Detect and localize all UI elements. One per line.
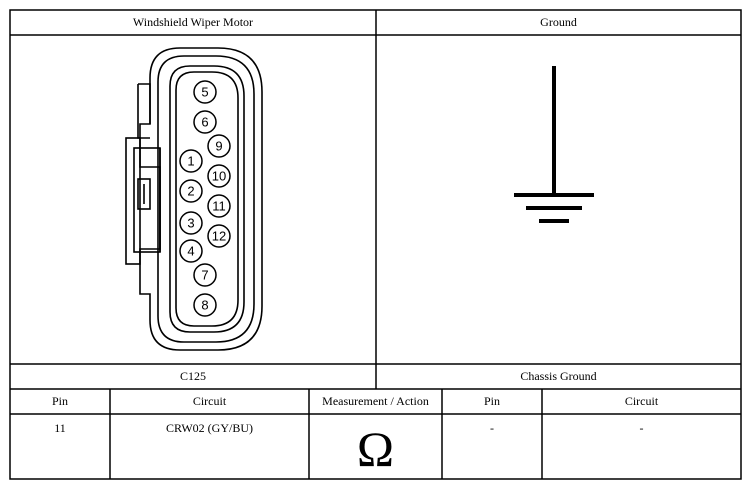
header-pin-a: Pin [51,394,68,408]
pin-6-marker [193,110,217,134]
pin-9-marker [207,134,231,158]
row-pin-a: 11 [54,421,66,435]
pin-label-1: 1 [187,154,194,169]
pin-8-marker [193,293,217,317]
row-pin-b: - [490,421,494,435]
row-circuit-b: - [639,421,644,435]
pin-10-marker [207,164,231,188]
pin-2-marker [179,179,203,203]
connector-title: Windshield Wiper Motor [132,15,254,29]
header-circuit-a: Circuit [192,394,227,408]
pin-label-10: 10 [212,169,226,184]
pin-label-11: 11 [212,199,226,214]
pin-4-marker [179,239,203,263]
pin-label-9: 9 [215,139,222,154]
pin-5-marker [193,80,217,104]
header-measurement: Measurement / Action [322,394,429,408]
connector-id-label: C125 [179,369,206,383]
ohm-meter-icon: Ω [356,420,395,477]
pin-label-4: 4 [187,244,194,259]
pin-label-5: 5 [201,85,208,100]
pin-11-marker [207,194,231,218]
pin-label-3: 3 [187,216,194,231]
pin-label-12: 12 [212,229,226,244]
pin-1-marker [179,149,203,173]
ground-symbol-icon [514,66,594,223]
row-circuit-a: CRW02 (GY/BU) [166,421,253,435]
header-circuit-b: Circuit [624,394,659,408]
pin-label-8: 8 [201,298,208,313]
pin-label-2: 2 [187,184,194,199]
ground-title: Ground [540,15,577,29]
connector-c125-diagram: 5 6 9 1 10 2 11 3 12 4 7 8 [125,47,263,351]
pin-label-6: 6 [201,115,208,130]
ground-caption: Chassis Ground [520,369,597,383]
pin-label-7: 7 [201,268,208,283]
pin-12-marker [207,224,231,248]
header-pin-b: Pin [483,394,500,408]
pin-3-marker [179,211,203,235]
pin-7-marker [193,263,217,287]
